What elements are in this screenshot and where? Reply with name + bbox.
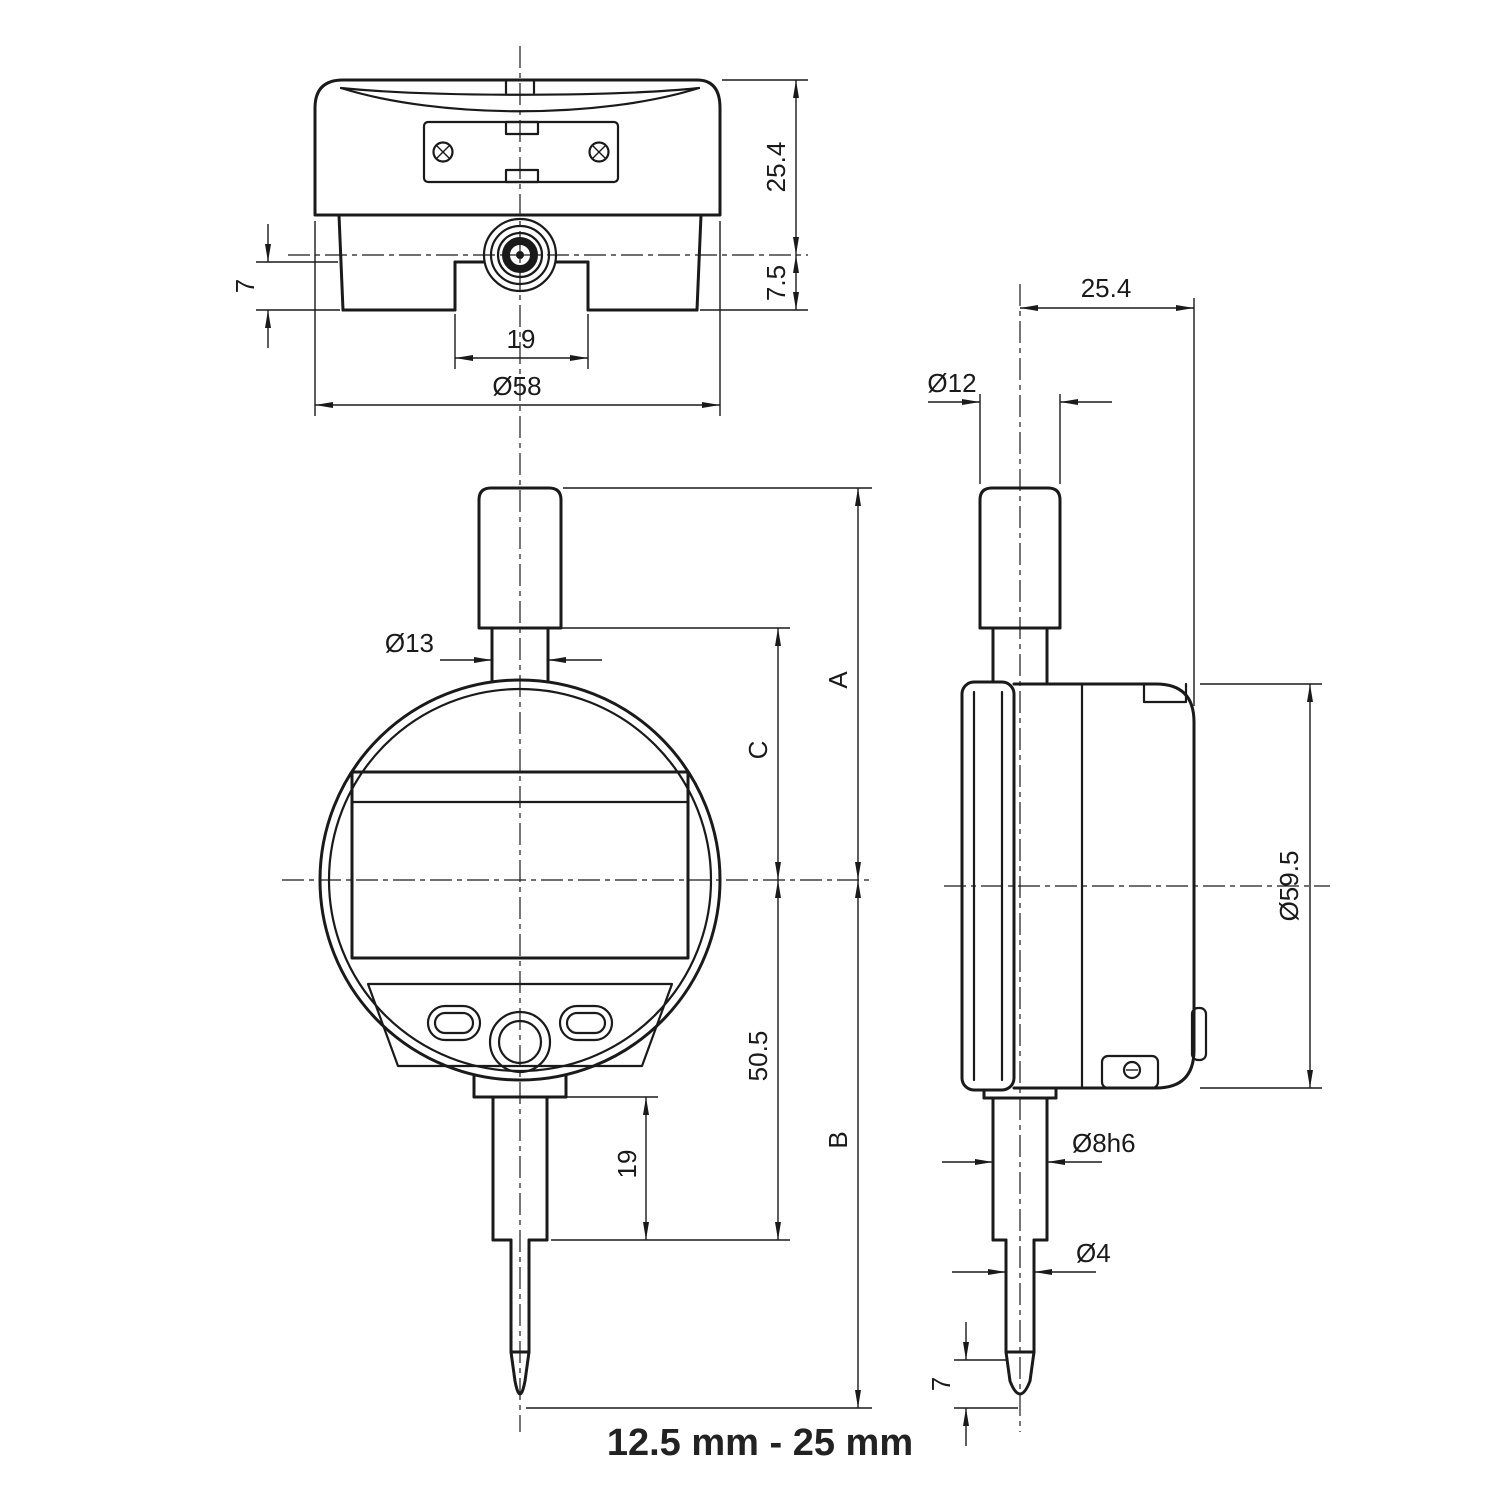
side-view-body — [960, 486, 1208, 1396]
dim-a: A — [563, 487, 872, 880]
side-bezel-slab — [960, 680, 1016, 1092]
side-bushing — [991, 1096, 1049, 1242]
top-base-band — [337, 213, 703, 312]
button-center[interactable] — [488, 1010, 552, 1074]
button-right[interactable] — [558, 1004, 614, 1042]
button-panel — [366, 982, 674, 1068]
back-plate-top-tab — [504, 120, 540, 136]
dim-label-notch-width: 19 — [507, 324, 536, 354]
lcd-display — [350, 770, 690, 960]
front-view: Ø13 A C 50.5 B 19 — [318, 486, 872, 1409]
back-plate-bottom-tab — [504, 168, 540, 184]
side-top-step — [1142, 682, 1188, 704]
dim-notch-width-19: 19 — [454, 314, 589, 369]
dim-notch-depth-7: 7 — [230, 224, 340, 348]
side-view: 25.4 Ø12 Ø59.5 Ø8h6 Ø4 — [926, 273, 1322, 1446]
top-view-body — [313, 78, 722, 312]
side-housing — [1012, 682, 1196, 1090]
button-left[interactable] — [426, 1004, 482, 1042]
side-screw — [1122, 1060, 1142, 1080]
dim-label-50-5: 50.5 — [743, 1031, 773, 1082]
dim-label-body-diameter: Ø59.5 — [1274, 851, 1304, 922]
side-spindle — [1004, 1238, 1036, 1354]
dim-diameter-58: Ø58 — [314, 221, 721, 416]
dim-label-stem-diameter: Ø13 — [385, 628, 434, 658]
dim-label-c: C — [743, 741, 773, 760]
front-bushing — [491, 1095, 549, 1242]
dim-label-height-7-5: 7.5 — [761, 265, 791, 301]
dim-label-spindle-diameter: Ø4 — [1076, 1238, 1111, 1268]
dim-c: C — [552, 627, 790, 880]
dim-label-bushing-diameter: Ø8h6 — [1072, 1128, 1136, 1158]
dim-bushing-length-19: 19 — [551, 1096, 658, 1240]
dim-cap-diameter-12: Ø12 — [927, 368, 1112, 484]
dim-label-a: A — [823, 671, 853, 689]
top-cap-outline — [313, 78, 722, 217]
dim-body-diameter-59-5: Ø59.5 — [1200, 683, 1322, 1089]
dim-b: B — [526, 880, 872, 1409]
dim-height-25-4: 25.4 — [722, 79, 808, 255]
top-lens-lower-curve — [339, 86, 701, 113]
side-lower-boss — [982, 1088, 1058, 1100]
dim-depth-25-4: 25.4 — [1020, 273, 1195, 706]
dim-stem-diameter-13: Ø13 — [385, 628, 602, 663]
front-knurled-cap — [477, 486, 563, 630]
dim-spindle-diameter-4: Ø4 — [952, 1238, 1111, 1275]
side-back-latch — [1190, 1006, 1208, 1062]
dim-label-notch-depth: 7 — [230, 279, 260, 293]
dim-label-cap-diameter: Ø12 — [927, 368, 976, 398]
top-view: Ø58 19 25.4 7.5 7 — [230, 78, 808, 416]
dim-bushing-diameter-8h6: Ø8h6 — [942, 1128, 1136, 1165]
dim-height-7-5: 7.5 — [700, 255, 808, 311]
dim-50-5: 50.5 — [551, 880, 790, 1241]
screw-left — [432, 141, 454, 163]
front-bezel-outer — [318, 678, 722, 1082]
side-contact-tip — [1004, 1350, 1036, 1396]
front-view-body — [318, 486, 722, 1396]
dim-label-height-25-4: 25.4 — [761, 142, 791, 193]
dim-label-b: B — [823, 1131, 853, 1148]
dim-label-diameter-58: Ø58 — [492, 371, 541, 401]
side-battery-cover — [1100, 1054, 1160, 1090]
center-lines — [282, 46, 1330, 1432]
dim-label-depth-25-4: 25.4 — [1081, 273, 1132, 303]
dim-tip-length-7: 7 — [926, 1322, 1018, 1446]
dim-label-tip-length: 7 — [926, 1377, 956, 1391]
top-lens-upper-curve — [339, 86, 701, 96]
dim-label-bushing-length: 19 — [612, 1150, 642, 1179]
back-knob — [482, 217, 558, 293]
front-spindle — [509, 1238, 531, 1354]
measuring-range-caption: 12.5 mm - 25 mm — [607, 1422, 913, 1464]
front-contact-tip — [509, 1350, 531, 1396]
front-lower-boss — [472, 1073, 568, 1099]
side-knurled-cap — [978, 486, 1062, 630]
screw-right — [588, 141, 610, 163]
